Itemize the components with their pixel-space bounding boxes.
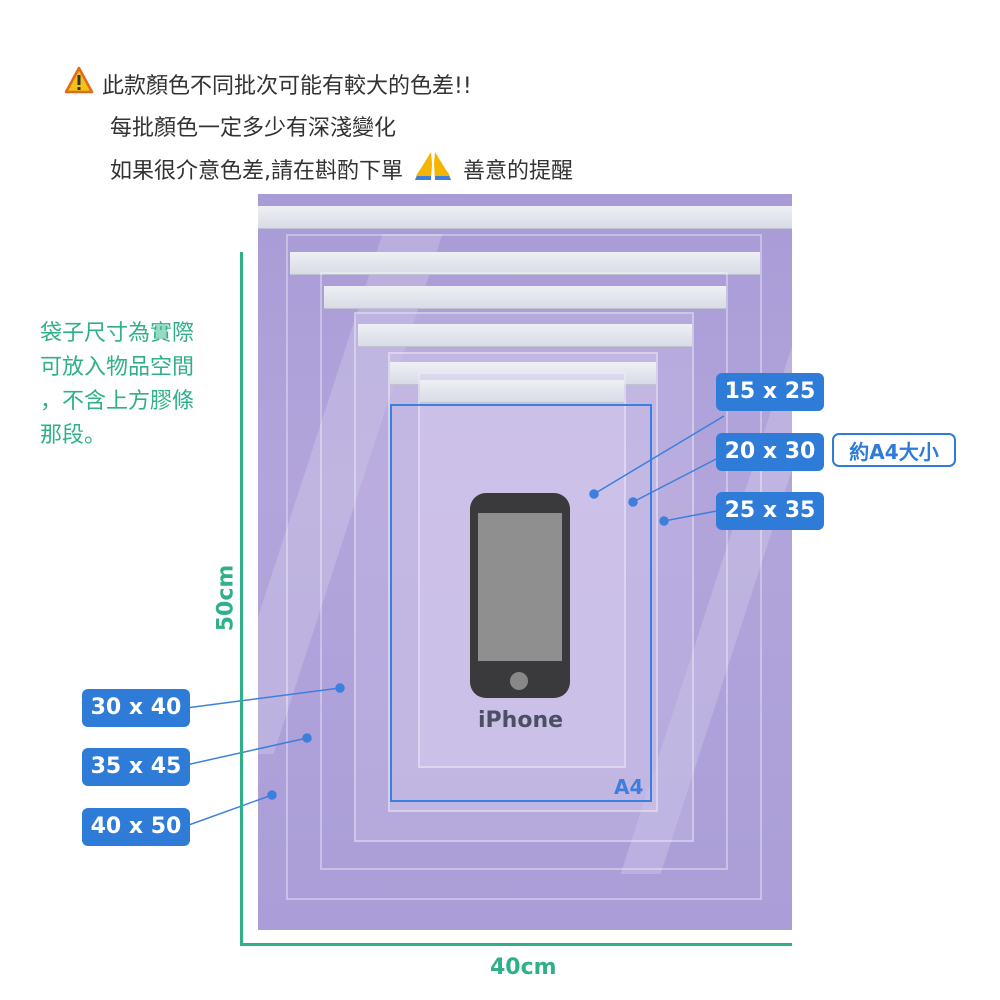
notice-line-3: 如果很介意色差,請在斟酌下單 善意的提醒: [110, 150, 573, 185]
callout-dot-15x25: [589, 489, 599, 499]
callout-dot-35x45: [302, 733, 312, 743]
size-note: 袋子尺寸為實際 可放入物品空間 ，不含上方膠條 那段。: [40, 317, 230, 453]
size-tag-35x45: 35 x 45: [82, 748, 190, 786]
bag-30x40: [320, 272, 728, 870]
phone-icon: [470, 493, 570, 698]
size-note-line-3: ，不含上方膠條: [40, 389, 195, 414]
callout-line-40x50: [185, 794, 273, 827]
size-tag-20x30: 20 x 30: [716, 433, 824, 471]
notice-line-1: 此款顏色不同批次可能有較大的色差!!: [102, 74, 472, 99]
callout-line-25x35: [663, 509, 723, 522]
width-dimension-label: 40cm: [490, 955, 557, 980]
bag-tape-30x40: [324, 286, 726, 309]
height-dimension-label: 50cm: [213, 564, 239, 632]
bag-tape-40x50: [258, 206, 792, 229]
size-tag-40x50: 40 x 50: [82, 808, 190, 846]
notice-line-2: 每批顏色一定多少有深淺變化: [110, 116, 397, 141]
size-note-line-2: 可放入物品空間: [40, 355, 195, 380]
size-tag-15x25: 15 x 25: [716, 373, 824, 411]
notice-line-3-end: 善意的提醒: [463, 159, 574, 184]
callout-line-15x25: [593, 415, 725, 495]
callout-line-20x30: [632, 455, 723, 503]
callout-dot-25x35: [659, 516, 669, 526]
size-tag-30x40: 30 x 40: [82, 689, 190, 727]
height-dimension-line: [240, 252, 243, 946]
callout-dot-20x30: [628, 497, 638, 507]
callout-dot-40x50: [267, 790, 277, 800]
size-note-line-4: 那段。: [40, 423, 107, 448]
a4-outline: [390, 404, 652, 802]
width-dimension-line: [240, 943, 792, 946]
phone-screen: [478, 513, 562, 661]
callout-dot-30x40: [335, 683, 345, 693]
bag-tape-15x25: [420, 380, 624, 403]
a4-size-note: 約A4大小: [832, 433, 956, 467]
bag-tape-35x45: [290, 252, 760, 275]
warning-icon: [64, 66, 94, 94]
bag-35x45: [286, 234, 762, 900]
size-tag-25x35: 25 x 35: [716, 492, 824, 530]
notice-line-3-text: 如果很介意色差,請在斟酌下單: [110, 159, 403, 184]
callout-line-30x40: [185, 687, 341, 709]
size-note-line-1: 袋子尺寸為實際: [40, 321, 195, 346]
bag-tape-25x35: [358, 324, 692, 347]
praying-hands-icon: [415, 152, 451, 180]
phone-label: iPhone: [478, 708, 564, 733]
phone-home-button: [510, 672, 528, 690]
callout-line-35x45: [185, 737, 308, 766]
a4-label: A4: [614, 775, 644, 799]
